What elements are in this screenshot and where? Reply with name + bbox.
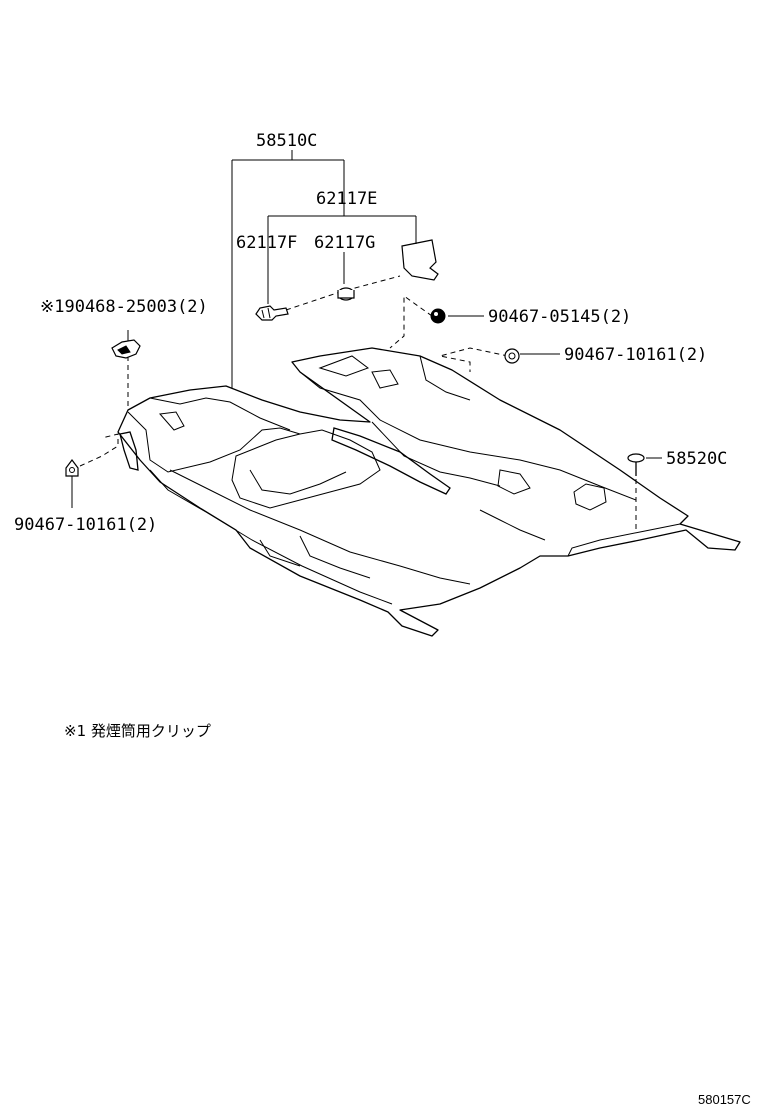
label-90467-10161-left: 90467-10161(2): [14, 515, 157, 535]
fastener-parts: [65, 287, 645, 477]
label-62117G: 62117G: [314, 233, 375, 253]
footnote: ※1 発煙筒用クリップ: [64, 722, 211, 740]
label-58510C: 58510C: [256, 131, 317, 151]
label-90467-05145: 90467-05145(2): [488, 307, 631, 327]
part-labels: 58510C 62117E 62117F 62117G ※190468-2500…: [14, 131, 727, 535]
leader-lines: [71, 150, 662, 508]
label-58520C: 58520C: [666, 449, 727, 469]
label-90468-25003: ※190468-25003(2): [40, 297, 208, 317]
screw-62117F-icon: [255, 305, 289, 321]
label-62117E: 62117E: [316, 189, 377, 209]
clip-90468-25003-icon: [111, 339, 141, 359]
label-90467-10161-right: 90467-10161(2): [564, 345, 707, 365]
label-62117F: 62117F: [236, 233, 297, 253]
clip-90467-05145-icon: [430, 308, 446, 324]
pin-58520C-icon: [627, 453, 645, 476]
clip-62117G-icon: [337, 287, 355, 301]
floor-carpet-drawing: [117, 239, 741, 637]
clip-90467-10161-left-icon: [65, 459, 79, 477]
figure-code: 580157C: [698, 1092, 751, 1107]
clip-90467-10161-right-icon: [504, 348, 520, 364]
